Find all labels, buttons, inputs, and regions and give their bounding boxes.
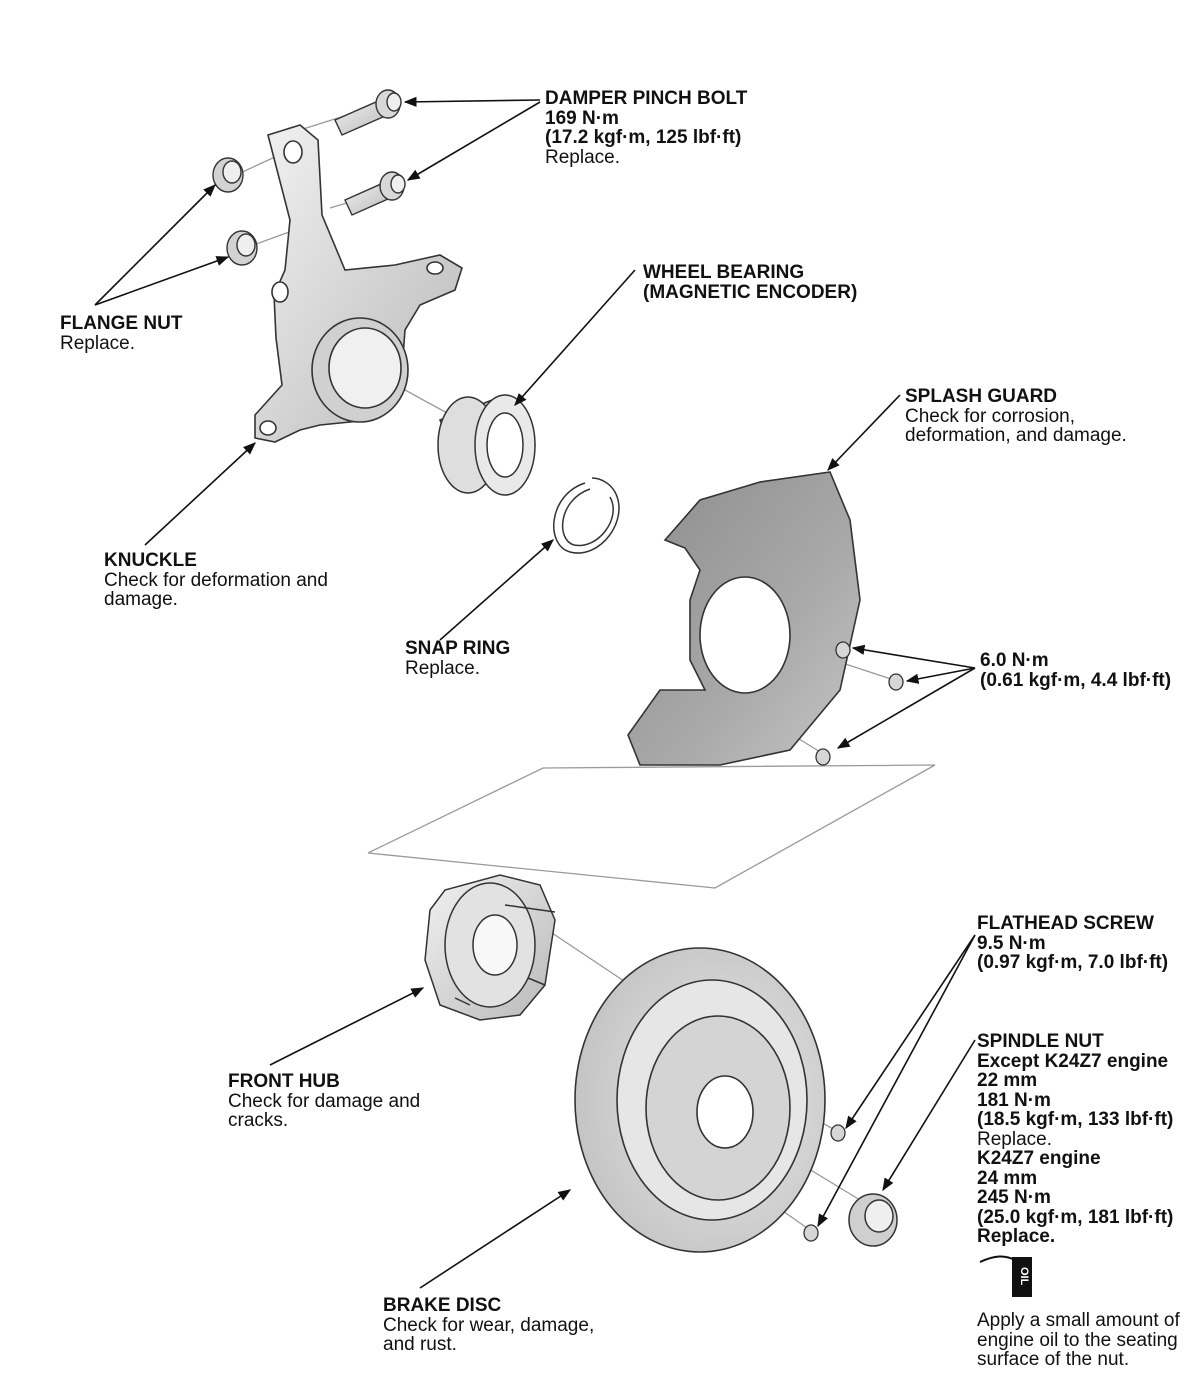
damper-pinch-bolt-upper	[334, 89, 402, 136]
oil-can-icon	[979, 1255, 1032, 1297]
front-hub-note-2: cracks.	[228, 1110, 289, 1131]
spindle-nut-note-1: Replace.	[977, 1128, 1052, 1150]
spindle-nut-note-2: Replace.	[977, 1226, 1056, 1247]
brake-disc-title: BRAKE DISC	[383, 1295, 502, 1316]
wheel-bearing-label: WHEEL BEARING (MAGNETIC ENCODER)	[643, 263, 857, 302]
damper-pinch-bolt-label: DAMPER PINCH BOLT 169 N·m (17.2 kgf·m, 1…	[545, 89, 747, 167]
oil-note-line-3: surface of the nut.	[977, 1349, 1130, 1370]
snap-ring-label: SNAP RING Replace.	[405, 639, 510, 678]
spindle-nut	[848, 1193, 898, 1247]
splash-guard-note-2: deformation, and damage.	[905, 425, 1127, 446]
splash-guard-bolt-label: 6.0 N·m (0.61 kgf·m, 4.4 lbf·ft)	[980, 651, 1171, 690]
brake-disc-note-1: Check for wear, damage,	[383, 1314, 595, 1336]
wheel-bearing	[437, 394, 536, 496]
spindle-nut-torque-2: 245 N·m	[977, 1187, 1051, 1208]
flathead-screw-label: FLATHEAD SCREW 9.5 N·m (0.97 kgf·m, 7.0 …	[977, 914, 1168, 973]
brake-disc-note-2: and rust.	[383, 1334, 457, 1355]
snap-ring-note: Replace.	[405, 657, 480, 679]
spindle-nut-variant-2: K24Z7 engine	[977, 1148, 1101, 1169]
damper-pinch-bolt-note: Replace.	[545, 146, 620, 168]
spindle-nut-size-1: 22 mm	[977, 1070, 1038, 1091]
front-hub-note-1: Check for damage and	[228, 1090, 421, 1112]
flange-nut-lower	[226, 230, 258, 266]
splash-guard-bolt-2	[888, 673, 904, 691]
front-hub-title: FRONT HUB	[228, 1071, 340, 1092]
wheel-bearing-title: WHEEL BEARING	[643, 262, 805, 283]
knuckle-label: KNUCKLE Check for deformation and damage…	[104, 551, 328, 610]
flathead-screw-torque: 9.5 N·m	[977, 932, 1046, 954]
wheel-bearing-subtitle: (MAGNETIC ENCODER)	[643, 281, 858, 303]
damper-pinch-bolt-lower	[344, 171, 406, 216]
splash-guard-note-1: Check for corrosion,	[905, 405, 1076, 427]
flange-nut-upper	[212, 157, 244, 193]
front-hub-label: FRONT HUB Check for damage and cracks.	[228, 1072, 420, 1131]
spindle-nut-title: SPINDLE NUT	[977, 1031, 1104, 1052]
flathead-screw-2	[803, 1224, 819, 1242]
knuckle-title: KNUCKLE	[104, 550, 197, 571]
splash-guard-bolt-torque-alt: (0.61 kgf·m, 4.4 lbf·ft)	[980, 669, 1172, 691]
spindle-nut-size-2: 24 mm	[977, 1167, 1038, 1189]
splash-guard-bolt-torque: 6.0 N·m	[980, 650, 1049, 671]
snap-ring-title: SNAP RING	[405, 638, 511, 659]
spindle-nut-variant-1: Except K24Z7 engine	[977, 1050, 1169, 1072]
spindle-nut-label: SPINDLE NUT Except K24Z7 engine 22 mm 18…	[977, 1032, 1173, 1247]
spindle-nut-torque-1: 181 N·m	[977, 1089, 1051, 1111]
splash-guard-title: SPLASH GUARD	[905, 386, 1058, 407]
brake-disc	[574, 947, 826, 1253]
oil-icon-label: OIL	[1018, 1267, 1030, 1286]
leader-arrows	[94, 96, 976, 1289]
knuckle-note-1: Check for deformation and	[104, 569, 328, 591]
splash-guard-bolt-1	[835, 641, 851, 659]
front-hub	[424, 874, 556, 1021]
splash-guard-label: SPLASH GUARD Check for corrosion, deform…	[905, 387, 1127, 446]
splash-guard	[627, 471, 861, 766]
damper-pinch-bolt-torque: 169 N·m	[545, 107, 619, 129]
flange-nut-title: FLANGE NUT	[60, 313, 183, 334]
oil-note-line-1: Apply a small amount of	[977, 1310, 1180, 1331]
knuckle	[254, 124, 463, 443]
knuckle-note-2: damage.	[104, 589, 178, 610]
flathead-screw-torque-alt: (0.97 kgf·m, 7.0 lbf·ft)	[977, 952, 1169, 973]
flange-nut-label: FLANGE NUT Replace.	[60, 314, 182, 353]
spindle-nut-torque-alt-1: (18.5 kgf·m, 133 lbf·ft)	[977, 1109, 1174, 1130]
oil-note-line-2: engine oil to the seating	[977, 1329, 1178, 1351]
snap-ring	[553, 477, 620, 554]
flathead-screw-title: FLATHEAD SCREW	[977, 913, 1154, 934]
damper-pinch-bolt-torque-alt: (17.2 kgf·m, 125 lbf·ft)	[545, 127, 742, 148]
flange-nut-note: Replace.	[60, 332, 135, 354]
flathead-screw-1	[830, 1124, 846, 1142]
damper-pinch-bolt-title: DAMPER PINCH BOLT	[545, 88, 748, 109]
spindle-nut-torque-alt-2: (25.0 kgf·m, 181 lbf·ft)	[977, 1206, 1174, 1228]
brake-disc-label: BRAKE DISC Check for wear, damage, and r…	[383, 1296, 594, 1355]
splash-guard-bolt-3	[815, 748, 831, 766]
oil-note-label: Apply a small amount of engine oil to th…	[977, 1311, 1180, 1370]
